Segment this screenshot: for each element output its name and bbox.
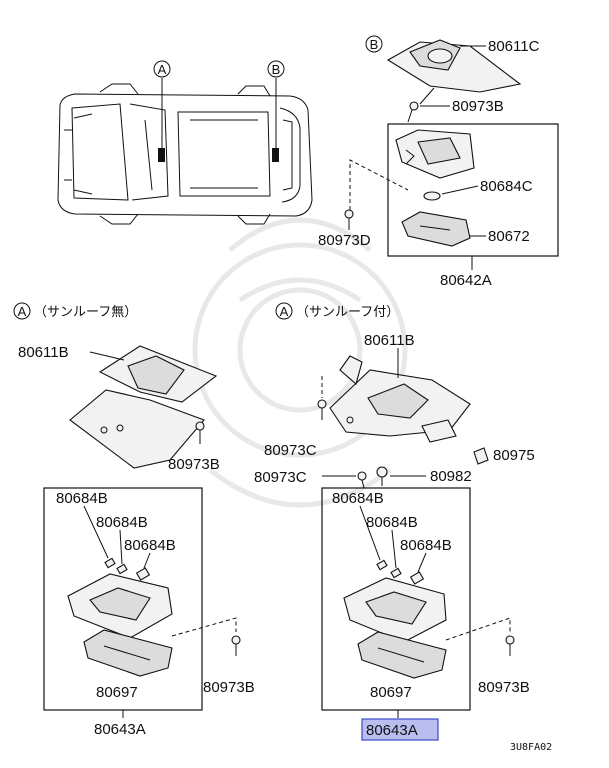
dash-leader-80973d xyxy=(349,159,409,210)
part-80684b-right-1: 80684B xyxy=(332,490,384,507)
label-no-sunroof: （サンルーフ無） xyxy=(34,304,137,319)
bracket-80611b-right xyxy=(329,355,471,443)
part-80982: 80982 xyxy=(430,468,472,485)
marker-a-location xyxy=(158,148,165,162)
lens-80697-left xyxy=(83,629,173,677)
section-a-left-marker: A xyxy=(18,304,27,319)
part-80684c: 80684C xyxy=(480,178,533,195)
watermark-emblem xyxy=(192,217,408,508)
lamp-housing-left xyxy=(67,573,173,639)
dash-leader-right xyxy=(445,617,511,641)
section-a-right-circle xyxy=(275,302,293,320)
part-80973d: 80973D xyxy=(318,232,371,249)
bulbs-right xyxy=(359,505,427,585)
lens-80672 xyxy=(401,211,471,247)
part-80973b-top: 80973B xyxy=(452,98,504,115)
screw-80973d xyxy=(344,209,354,230)
part-80973b-left-bracket: 80973B xyxy=(168,456,220,473)
diagram-code: 3U8FA02 xyxy=(510,742,552,753)
marker-b-circle xyxy=(267,60,285,78)
marker-a-circle xyxy=(153,60,171,78)
highlight-box[interactable] xyxy=(361,718,439,741)
assembly-80642a-box xyxy=(387,123,559,257)
housing-80611c xyxy=(386,39,522,93)
bulbs-left xyxy=(83,505,151,581)
part-80975: 80975 xyxy=(493,447,535,464)
part-80611b-left: 80611B xyxy=(18,344,69,361)
label-with-sunroof: （サンルーフ付） xyxy=(296,304,399,319)
marker-b-location xyxy=(272,148,279,162)
lamp-housing xyxy=(395,129,475,179)
marker-a-label: A xyxy=(158,62,167,77)
screw-80973b-left-assy xyxy=(231,635,241,656)
part-80973b-left-assy: 80973B xyxy=(203,679,255,696)
part-80611c: 80611C xyxy=(488,38,540,55)
part-80973c-1: 80973C xyxy=(264,442,317,459)
part-80973b-right-assy: 80973B xyxy=(478,679,530,696)
part-80684b-left-1: 80684B xyxy=(56,490,108,507)
section-b-label: B xyxy=(370,37,379,52)
screw-80973b-right-assy xyxy=(505,635,515,656)
clip-80975 xyxy=(473,447,489,465)
screw-80973c-2 xyxy=(357,471,367,489)
bracket-80611b-left xyxy=(69,345,218,469)
screw-80973b-top xyxy=(407,101,419,123)
part-80697-right: 80697 xyxy=(370,684,412,701)
part-80643a-left: 80643A xyxy=(94,721,146,738)
assembly-80643a-right-box xyxy=(321,487,471,711)
part-80684b-left-2: 80684B xyxy=(96,514,148,531)
part-80684b-right-3: 80684B xyxy=(400,537,452,554)
marker-b-label: B xyxy=(272,62,281,77)
part-80611b-right: 80611B xyxy=(364,332,415,349)
dash-leader-left xyxy=(171,617,237,637)
section-a-right-marker: A xyxy=(280,304,289,319)
screw-80973b-left xyxy=(195,421,205,444)
car-top-view xyxy=(57,83,313,225)
bulb-80684c xyxy=(423,191,441,201)
clip-80982 xyxy=(376,466,388,486)
lens-80697-right xyxy=(357,631,447,679)
part-80697-left: 80697 xyxy=(96,684,138,701)
part-80672: 80672 xyxy=(488,228,530,245)
part-80642a: 80642A xyxy=(440,272,492,289)
section-a-left-circle xyxy=(13,302,31,320)
section-b-circle xyxy=(365,35,383,53)
screw-80973c-1 xyxy=(317,399,327,420)
part-80643a-right-highlighted[interactable]: 80643A xyxy=(366,722,418,739)
lamp-housing-right xyxy=(343,577,447,643)
part-80684b-right-2: 80684B xyxy=(366,514,418,531)
part-80684b-left-3: 80684B xyxy=(124,537,176,554)
part-80973c-2: 80973C xyxy=(254,469,307,486)
